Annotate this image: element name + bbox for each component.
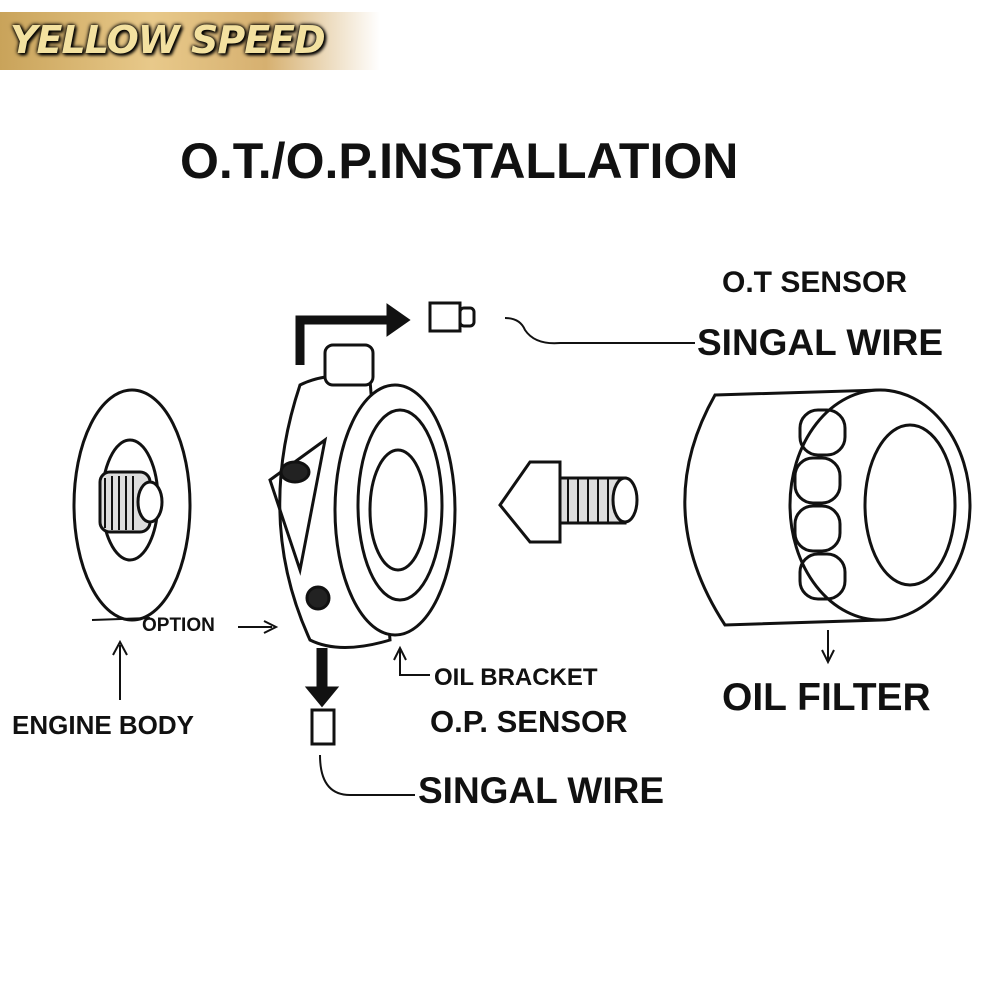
logo-text: YELLOW SPEED <box>10 18 326 62</box>
diagram-title: O.T./O.P.INSTALLATION <box>180 133 739 189</box>
brand-logo: YELLOW SPEED <box>0 12 380 70</box>
ot-signal-wire-label: SINGAL WIRE <box>697 322 943 363</box>
oil-filter-label: OIL FILTER <box>722 676 931 719</box>
engine-body-drawing <box>72 388 192 622</box>
op-sensor-label: O.P. SENSOR <box>430 704 628 739</box>
oil-bracket-drawing <box>268 343 457 649</box>
op-signal-wire-label: SINGAL WIRE <box>418 770 664 811</box>
oil-filter-drawing <box>683 388 972 627</box>
ot-sensor-label: O.T SENSOR <box>722 266 908 299</box>
engine-body-label: ENGINE BODY <box>12 710 195 740</box>
oil-bracket-label: OIL BRACKET <box>434 664 598 691</box>
fitting-drawing <box>498 460 639 544</box>
option-label: OPTION <box>142 615 215 636</box>
